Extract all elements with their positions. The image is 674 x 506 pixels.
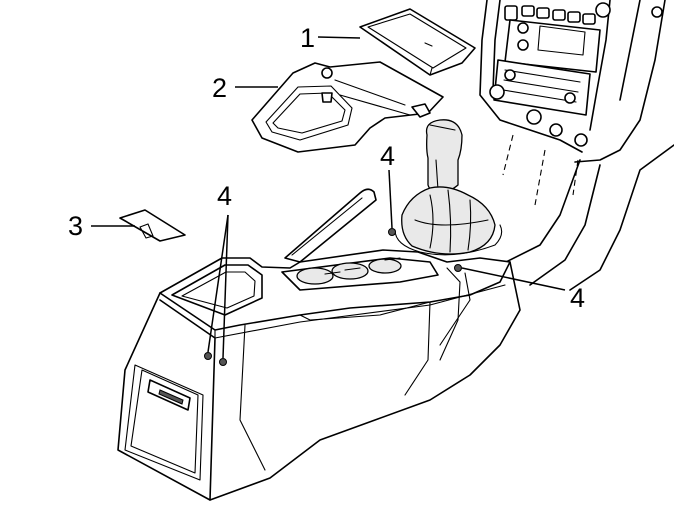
leader-lines — [91, 36, 566, 359]
callout-1: 1 — [300, 23, 315, 53]
part-1-tray — [359, 8, 476, 76]
callout-4-right: 4 — [570, 283, 585, 313]
shift-lever — [394, 119, 503, 256]
callout-4-left: 4 — [217, 181, 232, 211]
part-2-shifter-bezel — [251, 61, 444, 153]
callout-3: 3 — [68, 211, 83, 241]
part-3-plate — [119, 209, 186, 242]
callout-2: 2 — [212, 73, 227, 103]
callout-4-shifter: 4 — [380, 141, 395, 171]
dashboard-center-stack — [479, 0, 674, 291]
